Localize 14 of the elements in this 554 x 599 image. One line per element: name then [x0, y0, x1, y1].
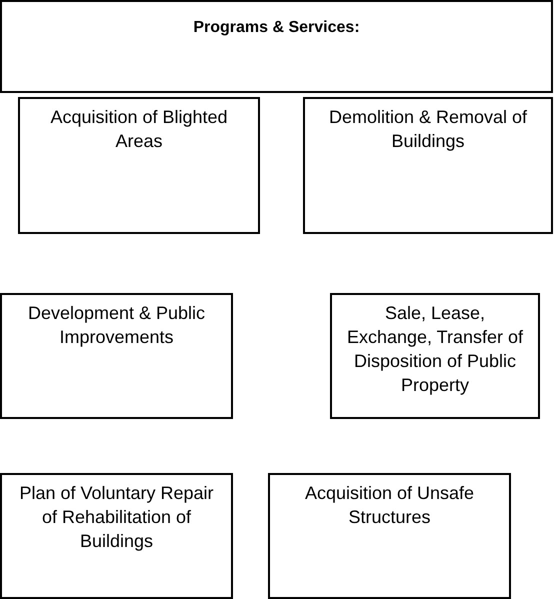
box-text: Sale, Lease, Exchange, Transfer of Disposition of Public Property [346, 302, 524, 397]
box-text: Plan of Voluntary Repair of Rehabilitation of Buildings [18, 482, 215, 553]
box-text: Demolition & Removal of Buildings [328, 106, 528, 153]
service-box [330, 293, 540, 419]
box-text: Acquisition of Unsafe Structures [304, 482, 476, 529]
header-box [0, 0, 553, 93]
box-text: Development & Public Improvements [26, 302, 206, 349]
box-text: Acquisition of Blighted Areas [49, 106, 229, 153]
service-box [0, 473, 233, 599]
box-text: Programs & Services: [192, 18, 361, 38]
service-box [18, 97, 260, 234]
service-box [0, 293, 233, 419]
service-box [268, 473, 511, 599]
service-box [303, 97, 553, 234]
